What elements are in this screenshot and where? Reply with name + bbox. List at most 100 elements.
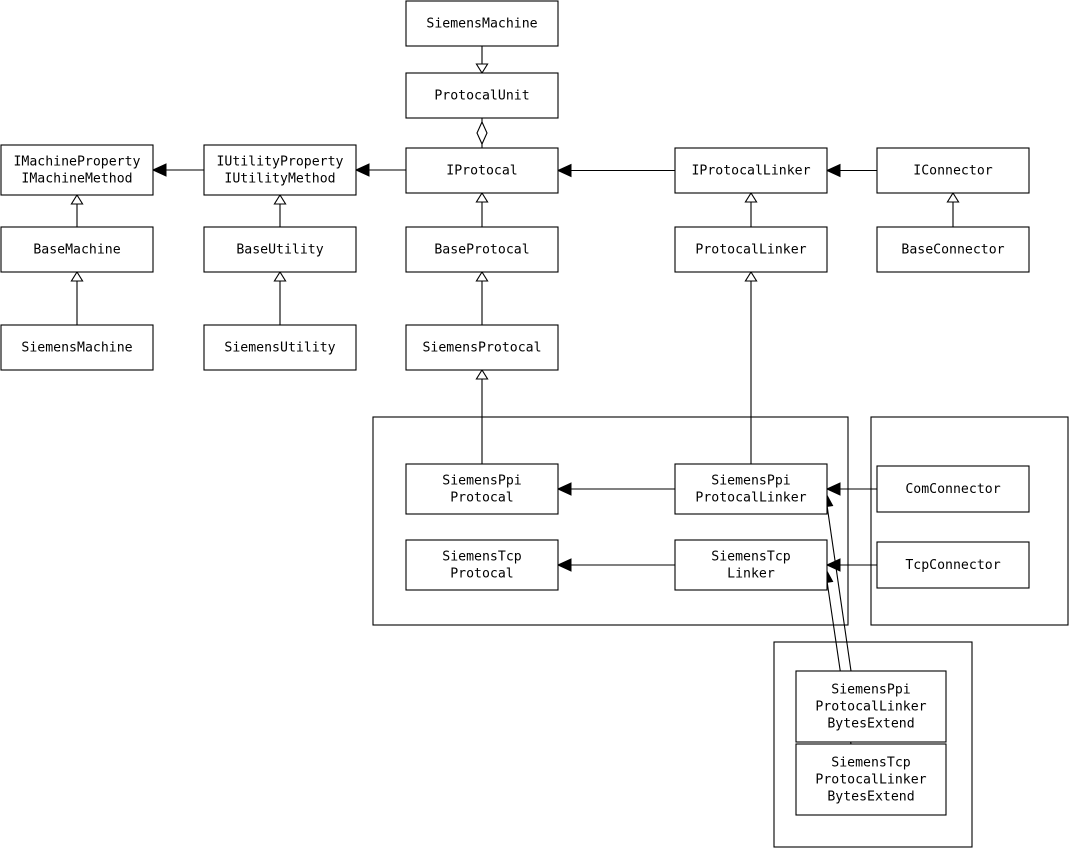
class-box[interactable]: BaseProtocal <box>405 226 559 273</box>
class-box-line: SiemensTcp <box>831 756 910 771</box>
edge-comConnector-to-siemensPpiProtocalLinker-head <box>825 482 841 496</box>
class-box-line: IUtilityMethod <box>224 172 335 187</box>
relationship-edges <box>70 46 960 745</box>
edge-iProtocalLinker-to-iProtocal-head <box>556 163 572 178</box>
class-box[interactable]: ProtocalLinker <box>674 226 828 273</box>
class-box-rect[interactable] <box>795 670 947 743</box>
class-box-line: ProtocalLinker <box>815 700 926 715</box>
class-box-rect[interactable] <box>203 144 357 196</box>
class-box-rect[interactable] <box>0 144 154 196</box>
class-boxes: SiemensMachineProtocalUnitIMachineProper… <box>0 0 1030 816</box>
class-box-label: SiemensMachine <box>426 17 537 32</box>
class-box-line: SiemensPpi <box>711 474 790 489</box>
class-box-line: BytesExtend <box>827 790 914 805</box>
class-box-rect[interactable] <box>876 465 1030 513</box>
class-box-rect[interactable] <box>674 463 828 515</box>
class-box[interactable]: SiemensProtocal <box>405 324 559 371</box>
edge-protocalLinker-to-iProtocalLinker-head <box>744 191 758 203</box>
class-box-rect[interactable] <box>674 147 828 194</box>
class-box-label: SiemensMachine <box>21 341 132 356</box>
class-box-line: ProtocalLinker <box>695 491 806 506</box>
class-box-line: Linker <box>727 567 775 582</box>
edge-iConnector-to-iProtocalLinker-head <box>825 163 841 178</box>
class-box-line: SiemensPpi <box>831 683 910 698</box>
class-box-label: SiemensProtocal <box>422 341 541 356</box>
class-box[interactable]: TcpConnector <box>876 541 1030 589</box>
class-box-line: ProtocalLinker <box>695 243 806 258</box>
class-box-rect[interactable] <box>0 226 154 273</box>
class-box-rect[interactable] <box>405 226 559 273</box>
class-box[interactable]: IProtocal <box>405 147 559 194</box>
class-box[interactable]: ProtocalUnit <box>405 72 559 119</box>
class-box-line: IConnector <box>913 164 992 179</box>
class-box-label: ProtocalLinker <box>695 243 806 258</box>
class-box[interactable]: SiemensUtility <box>203 324 357 371</box>
class-box-rect[interactable] <box>405 539 559 591</box>
class-box[interactable]: SiemensMachine <box>405 0 559 47</box>
class-box-rect[interactable] <box>405 0 559 47</box>
class-box-line: ProtocalLinker <box>815 773 926 788</box>
class-box[interactable]: BaseUtility <box>203 226 357 273</box>
edge-tcpConnector-to-siemensTcpLinker-head <box>825 558 841 572</box>
class-box-line: BaseUtility <box>236 243 323 258</box>
class-box[interactable]: IProtocalLinker <box>674 147 828 194</box>
class-box[interactable]: ComConnector <box>876 465 1030 513</box>
class-box-rect[interactable] <box>876 147 1030 194</box>
class-box-rect[interactable] <box>405 72 559 119</box>
class-box-line: Protocal <box>450 491 514 506</box>
class-box[interactable]: BaseMachine <box>0 226 154 273</box>
class-box-label: BaseConnector <box>901 243 1004 258</box>
class-box-label: BaseUtility <box>236 243 323 258</box>
class-box-line: ComConnector <box>905 482 1000 497</box>
class-box-rect[interactable] <box>876 226 1030 273</box>
class-box-rect[interactable] <box>876 541 1030 589</box>
class-box-line: BaseConnector <box>901 243 1004 258</box>
class-box[interactable]: BaseConnector <box>876 226 1030 273</box>
edge-siemensPpiProtocalLinker-to-siemensPpiProtocal-head <box>556 482 572 496</box>
class-box[interactable]: SiemensMachine <box>0 324 154 371</box>
class-box-line: BytesExtend <box>827 717 914 732</box>
class-box-rect[interactable] <box>405 463 559 515</box>
class-box-rect[interactable] <box>405 147 559 194</box>
class-box-line: SiemensProtocal <box>422 341 541 356</box>
class-box-line: IMachineProperty <box>13 155 140 170</box>
edge-baseUtility-to-iUtility-head <box>273 193 287 205</box>
edge-iUtility-to-iMachine-head <box>151 163 167 177</box>
edge-ppiBytesExtend-to-siemensPpiProtocalLinker <box>826 506 852 672</box>
class-box-label: BaseMachine <box>33 243 120 258</box>
class-box-label: TcpConnector <box>905 558 1000 573</box>
class-box-line: SiemensPpi <box>442 474 521 489</box>
class-box-rect[interactable] <box>405 324 559 371</box>
edge-siemensProtocal-to-baseProtocal-head <box>475 270 489 282</box>
class-box[interactable]: IConnector <box>876 147 1030 194</box>
class-box-label: SiemensUtility <box>224 341 335 356</box>
class-box-rect[interactable] <box>674 539 828 591</box>
class-box-rect[interactable] <box>203 324 357 371</box>
class-box-label: ProtocalUnit <box>434 89 529 104</box>
edge-iProtocal-to-iUtility-head <box>354 163 370 177</box>
group-container <box>870 416 1069 626</box>
group-container <box>372 416 849 626</box>
class-box-rect[interactable] <box>203 226 357 273</box>
class-box-line: Protocal <box>450 567 514 582</box>
class-box-line: SiemensTcp <box>711 550 790 565</box>
class-box-rect[interactable] <box>0 324 154 371</box>
class-box-rect[interactable] <box>674 226 828 273</box>
class-box-rect[interactable] <box>795 743 947 816</box>
class-box-line: IUtilityProperty <box>216 155 343 170</box>
